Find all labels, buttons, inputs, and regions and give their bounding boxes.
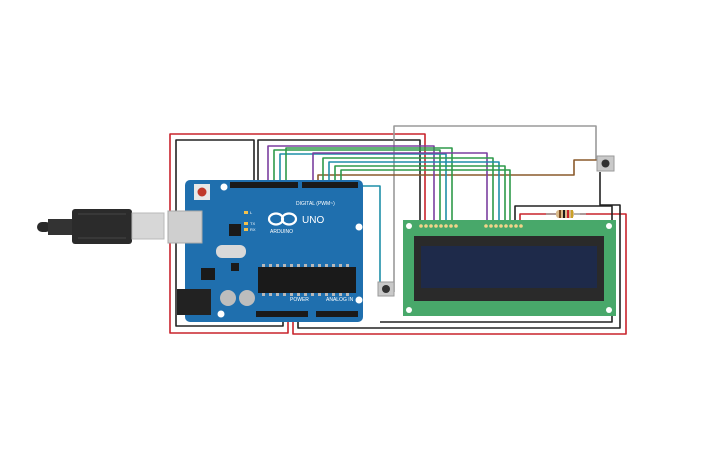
resistor[interactable]	[546, 210, 586, 218]
tx-label: TX	[250, 221, 255, 226]
wire-green-1[interactable]	[273, 149, 441, 225]
wire-teal-2[interactable]	[328, 161, 500, 225]
wire-purple-1[interactable]	[267, 145, 435, 225]
wire-teal-1[interactable]	[279, 153, 447, 225]
analog-header-label: ANALOG IN	[326, 297, 354, 303]
wire-green-2[interactable]	[285, 147, 453, 225]
wire-red-right[interactable]	[292, 213, 627, 335]
power-header-label: POWER	[290, 297, 309, 303]
wires	[169, 125, 627, 335]
wire-gray-button[interactable]	[393, 125, 597, 292]
analog-header	[316, 311, 358, 317]
power-header	[256, 311, 308, 317]
dc-jack	[177, 289, 211, 315]
crystal	[216, 245, 246, 258]
atmega-chip	[258, 267, 356, 293]
lcd-screen	[421, 246, 597, 288]
wire-brown-button[interactable]	[317, 159, 600, 186]
digital-header-label: DIGITAL (PWM~)	[296, 201, 335, 207]
led-l-label: L	[250, 210, 253, 215]
wire-purple-2[interactable]	[312, 152, 488, 225]
pushbutton-left[interactable]	[377, 281, 395, 297]
digital-header-left	[230, 182, 298, 188]
rx-label: RX	[250, 227, 256, 232]
arduino-logo	[267, 212, 298, 226]
wire-green-5[interactable]	[340, 169, 511, 225]
wire-green-4[interactable]	[334, 165, 506, 225]
uno-model-label: UNO	[302, 215, 324, 226]
wire-black-lcd-right[interactable]	[380, 205, 613, 323]
pushbutton-right[interactable]	[596, 155, 615, 172]
capacitor	[239, 290, 255, 306]
usb-port	[167, 210, 203, 244]
arduino-uno-board[interactable]: ARDUINO UNO DIGITAL (PWM~) POWER ANALOG …	[167, 180, 363, 322]
wire-black-gnd-lcd[interactable]	[257, 139, 421, 225]
capacitor	[220, 290, 236, 306]
usb-cable[interactable]	[37, 209, 165, 244]
digital-header-right	[302, 182, 358, 188]
arduino-brand: ARDUINO	[270, 229, 293, 235]
wire-green-3[interactable]	[322, 157, 494, 225]
lcd-pins	[419, 224, 523, 228]
wire-black-right[interactable]	[297, 172, 621, 329]
lcd-16x2-module[interactable]	[403, 220, 616, 316]
